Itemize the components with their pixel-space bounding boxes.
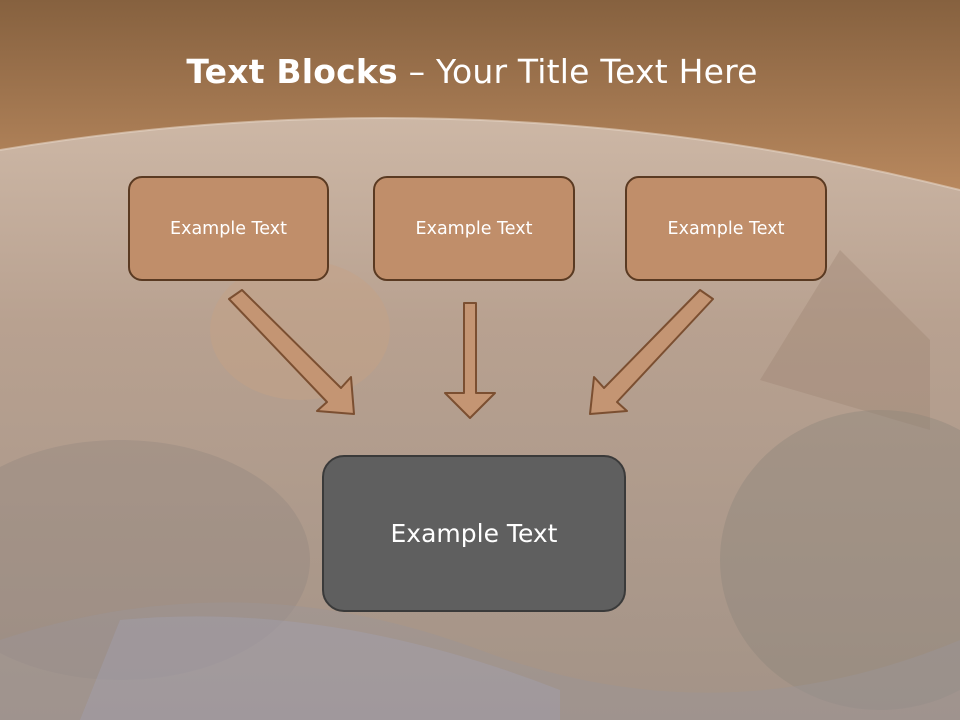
result-block: Example Text bbox=[322, 455, 626, 612]
text-block-2: Example Text bbox=[373, 176, 575, 281]
arrow-down bbox=[444, 302, 496, 419]
title-separator: – bbox=[397, 52, 436, 91]
arrow-down-left bbox=[589, 289, 714, 415]
text-block-3: Example Text bbox=[625, 176, 827, 281]
slide-title: Text Blocks – Your Title Text Here bbox=[0, 52, 944, 91]
text-block-1: Example Text bbox=[128, 176, 329, 281]
title-bold: Text Blocks bbox=[186, 52, 398, 91]
arrow-down-right bbox=[228, 289, 355, 415]
title-rest: Your Title Text Here bbox=[435, 52, 758, 91]
